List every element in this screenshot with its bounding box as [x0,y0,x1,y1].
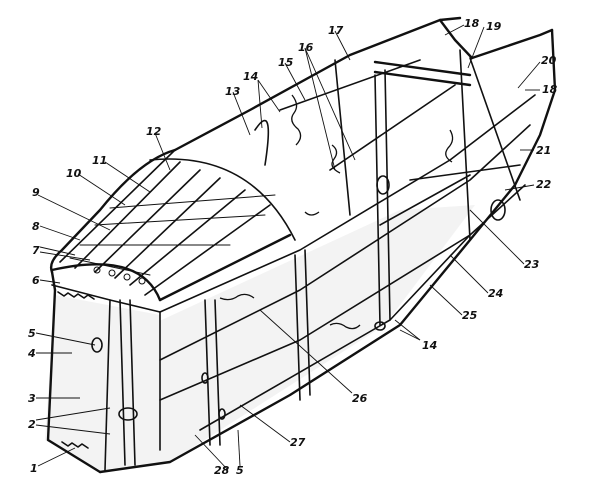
label-5-lower: 5 [236,464,244,477]
label-9: 9 [32,186,40,199]
label-24: 24 [488,287,503,300]
leader-lines [35,24,541,471]
label-23: 23 [524,258,540,271]
label-28: 28 [214,464,230,477]
label-18-right: 18 [542,83,558,96]
bow-plate [45,295,160,470]
label-27: 27 [290,436,306,449]
label-13: 13 [225,85,241,98]
label-4: 4 [27,347,36,360]
label-15: 15 [278,56,294,69]
bow-holes [91,266,146,421]
label-22: 22 [536,178,552,191]
label-8: 8 [32,220,40,233]
label-21: 21 [536,144,551,157]
bottom-holes [201,321,386,420]
label-11: 11 [92,154,107,167]
label-2: 2 [28,418,36,431]
transverse-frames [119,49,471,466]
bottom-plate [100,205,475,470]
labels: 1 2 3 4 5 5 6 7 8 9 10 11 12 13 14 14 15… [27,17,558,477]
label-14-lower: 14 [422,339,437,352]
hull-outline [46,16,557,474]
label-5-upper: 5 [28,327,36,340]
label-16: 16 [298,41,314,54]
label-1: 1 [30,462,38,475]
label-25: 25 [462,309,478,322]
plate-cracks [219,94,454,330]
label-17: 17 [328,24,344,37]
label-10: 10 [66,167,82,180]
forward-dome-frames [50,149,296,302]
label-14-upper: 14 [243,70,258,83]
label-26: 26 [352,392,368,405]
stern-structure [373,60,521,221]
label-12: 12 [146,125,162,138]
label-18-top: 18 [464,17,480,30]
label-20: 20 [541,54,557,67]
label-19: 19 [486,20,502,33]
label-3: 3 [28,392,36,405]
label-6: 6 [32,274,40,287]
label-7: 7 [32,244,40,257]
